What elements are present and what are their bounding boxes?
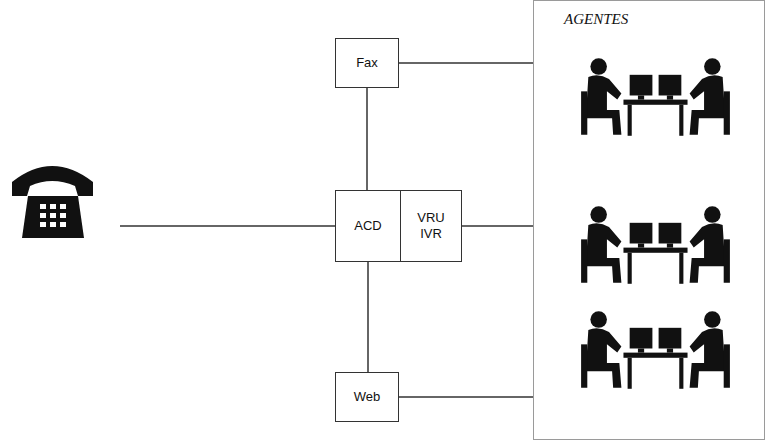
agents-panel: AGENTES: [533, 0, 765, 440]
connector: [366, 88, 368, 190]
connector: [367, 262, 369, 372]
phone-line: [120, 225, 335, 227]
box-label: Web: [354, 389, 381, 405]
process-box: Web: [335, 372, 399, 422]
box-label: ACD: [354, 218, 381, 234]
connector: [462, 225, 533, 227]
box-label: Fax: [356, 55, 378, 71]
box-label: VRU IVR: [407, 210, 455, 243]
process-box: ACD: [335, 190, 401, 262]
telephone-icon: [12, 166, 93, 238]
connector: [399, 396, 533, 398]
agent-pair: [581, 206, 730, 283]
agent-pair: [581, 311, 730, 389]
connector: [399, 62, 533, 64]
process-box: Fax: [335, 38, 399, 88]
agent-pair: [581, 58, 730, 135]
process-box: VRU IVR: [400, 190, 462, 262]
panel-heading: AGENTES: [564, 11, 628, 28]
